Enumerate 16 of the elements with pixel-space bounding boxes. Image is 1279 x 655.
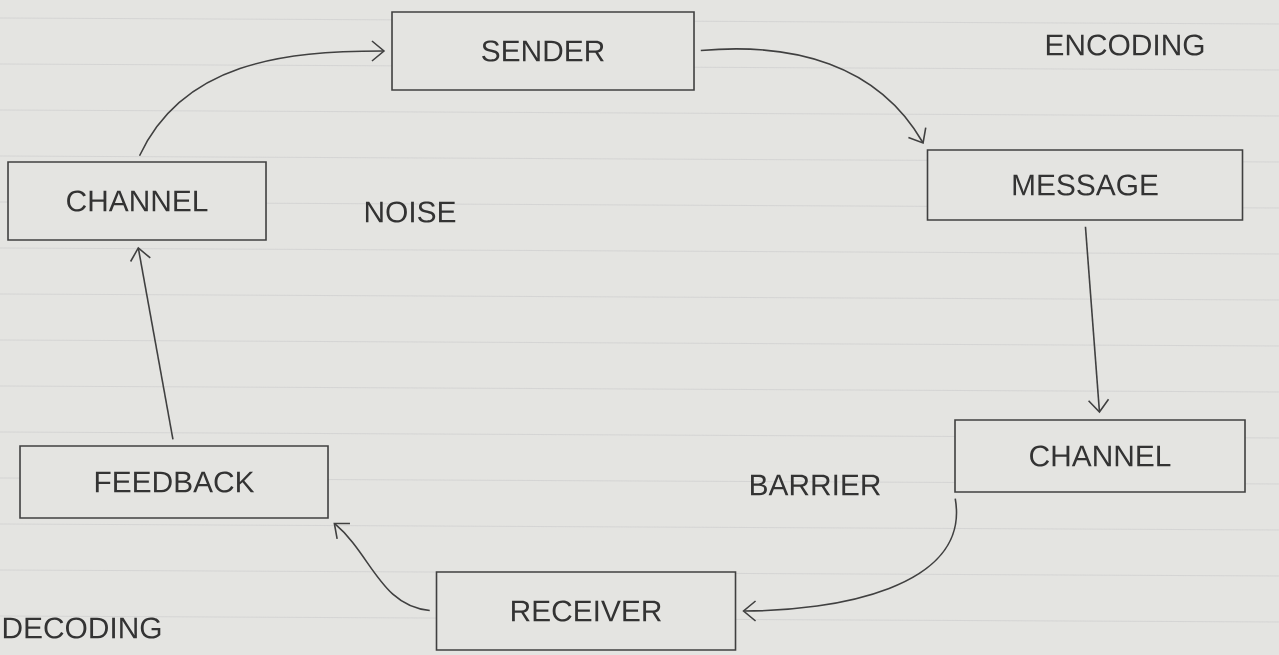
arrow bbox=[129, 246, 174, 441]
process-box: CHANNEL bbox=[7, 161, 267, 241]
process-box: MESSAGE bbox=[926, 149, 1244, 221]
arrow bbox=[1084, 226, 1110, 414]
annotation-label: BARRIER bbox=[751, 474, 881, 496]
arrow bbox=[333, 522, 431, 612]
arrow bbox=[138, 40, 386, 157]
annotation-label: NOISE bbox=[365, 201, 456, 223]
arrow bbox=[700, 48, 927, 144]
arrow bbox=[742, 497, 957, 622]
process-box: RECEIVER bbox=[435, 571, 737, 651]
annotation-label: ENCODING bbox=[1046, 34, 1204, 56]
process-box: SENDER bbox=[391, 11, 695, 91]
annotation-label: DECODING bbox=[3, 617, 161, 639]
process-box: FEEDBACK bbox=[19, 445, 329, 519]
process-box: CHANNEL bbox=[954, 419, 1246, 493]
